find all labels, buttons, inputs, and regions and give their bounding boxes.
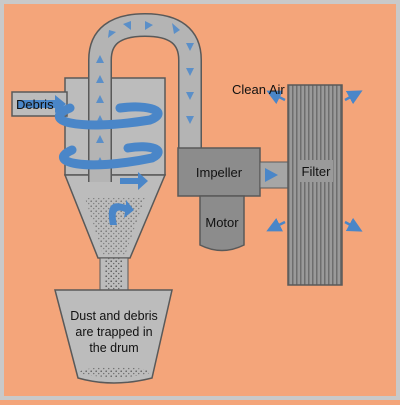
impeller-filter-connector bbox=[259, 161, 289, 189]
impeller: Impeller bbox=[177, 147, 261, 197]
clean-air-label: Clean Air bbox=[232, 82, 285, 97]
duct bbox=[88, 13, 202, 182]
drum-label-line1: Dust and debris bbox=[70, 309, 158, 323]
drum-dust-pile bbox=[80, 367, 150, 377]
drum-label-line2: are trapped in bbox=[75, 325, 152, 339]
drop-tube-dust bbox=[105, 258, 123, 290]
filter: Filter bbox=[287, 84, 343, 286]
swirl-arrows bbox=[54, 102, 163, 225]
inlet-arrow bbox=[18, 95, 66, 113]
motor: Motor bbox=[199, 195, 245, 252]
debris-label: Debris bbox=[16, 97, 54, 112]
filter-label: Filter bbox=[302, 164, 332, 179]
drum-label-line3: the drum bbox=[89, 341, 138, 355]
drum: Dust and debris are trapped in the drum bbox=[54, 289, 173, 384]
clean-air-arrows bbox=[266, 90, 363, 232]
motor-label: Motor bbox=[205, 215, 239, 230]
impeller-label: Impeller bbox=[196, 165, 243, 180]
